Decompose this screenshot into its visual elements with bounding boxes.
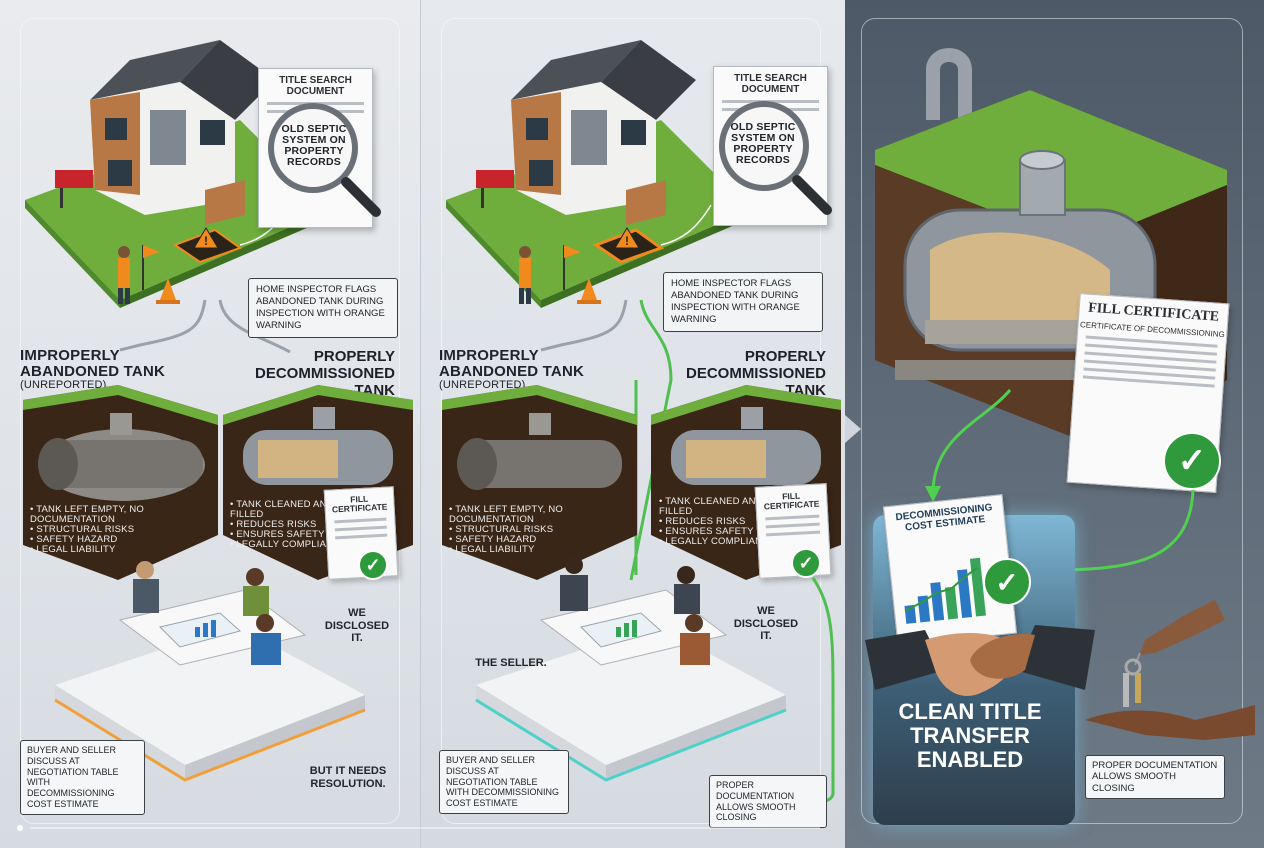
key-handover-illustration — [1085, 600, 1255, 740]
proper-bullet: • REDUCES RISKS — [659, 515, 746, 527]
magnifier-icon — [719, 101, 832, 215]
improper-tank-title-text: IMPROPERLY ABANDONED TANK — [439, 347, 585, 380]
improper-tank-sub: (UNREPORTED) — [20, 378, 107, 391]
title-search-title: TITLE SEARCH DOCUMENT — [279, 75, 352, 97]
proper-bullet: • ENSURES SAFETY — [659, 525, 754, 537]
closing-note: PROPER DOCUMENTATION ALLOWS SMOOTH CLOSI… — [1085, 755, 1225, 800]
improper-bullets: • TANK LEFT EMPTY, NO DOCUMENTATION • ST… — [30, 505, 190, 555]
check-icon: ✓ — [983, 558, 1031, 606]
proper-tank-title-text: PROPERLY DECOMMISSIONED TANK — [685, 348, 826, 399]
headline: CLEAN TITLE TRANSFER ENABLED — [898, 699, 1042, 772]
handshake-illustration — [865, 625, 1095, 696]
check-icon: ✓ — [1163, 432, 1221, 490]
speech-bottom: BUT IT NEEDS RESOLUTION. — [309, 765, 387, 790]
improper-tank-illustration — [442, 385, 637, 580]
house-illustration: ! — [25, 40, 330, 354]
negotiation-note: BUYER AND SELLER DISCUSS AT NEGOTIATION … — [20, 740, 145, 815]
negotiation-table — [54, 561, 366, 782]
estimate-bar-chart — [904, 557, 986, 624]
svg-text:!: ! — [625, 234, 629, 248]
fill-certificate-title: FILL CERTIFICATE — [331, 493, 388, 515]
speech-left: THE SELLER. — [475, 657, 547, 669]
improper-tank-title: IMPROPERLY ABANDONED TANK (UNREPORTED) — [20, 348, 180, 391]
speech-right: WE DISCLOSED IT. — [324, 607, 390, 645]
cost-estimate-document: DECOMMISSIONING COST ESTIMATE — [883, 494, 1017, 646]
improper-bullet: • TANK LEFT EMPTY, NO DOCUMENTATION — [449, 504, 563, 525]
proper-bullets: • TANK CLEANED AND FILLED • REDUCES RISK… — [230, 500, 350, 550]
improper-bullet: • LEGAL LIABILITY — [449, 543, 535, 555]
check-icon: ✓ — [358, 550, 388, 580]
improper-bullet: • TANK LEFT EMPTY, NO DOCUMENTATION — [30, 504, 144, 525]
improper-tank-sub: (UNREPORTED) — [439, 378, 526, 391]
panel-before: ! TITLE SEARCH DOCUMENT OLD SEPTIC SYSTE… — [0, 0, 420, 848]
panel-arrow — [845, 415, 861, 443]
fill-certificate-title: FILL CERTIFICATE — [763, 490, 820, 512]
proper-bullet: • TANK CLEANED AND FILLED — [659, 496, 763, 517]
improper-bullet: • STRUCTURAL RISKS — [30, 523, 135, 535]
title-search-title: TITLE SEARCH DOCUMENT — [734, 73, 807, 95]
panel-during: ! TITLE SEARCH DOCUMENT OLD SEPTIC SYSTE… — [420, 0, 845, 848]
proper-bullet: • LEGALLY COMPLIANT — [659, 535, 769, 547]
house-illustration: ! — [446, 40, 751, 581]
proper-bullet: • LEGALLY COMPLIANT — [230, 538, 340, 550]
improper-bullets: • TANK LEFT EMPTY, NO DOCUMENTATION • ST… — [449, 505, 609, 555]
improper-tank-title-text: IMPROPERLY ABANDONED TANK — [20, 347, 166, 380]
proper-bullet: • TANK CLEANED AND FILLED — [230, 499, 334, 520]
proper-bullet: • ENSURES SAFETY — [230, 528, 325, 540]
magnifier-icon — [268, 103, 381, 217]
proper-bullets: • TANK CLEANED AND FILLED • REDUCES RISK… — [659, 497, 779, 547]
magnifier-text: OLD SEPTIC SYSTEM ON PROPERTY RECORDS — [281, 123, 347, 169]
improper-bullet: • SAFETY HAZARD — [449, 533, 537, 545]
proper-bullet: • REDUCES RISKS — [230, 518, 317, 530]
svg-text:!: ! — [204, 234, 208, 248]
improper-bullet: • SAFETY HAZARD — [30, 533, 118, 545]
improper-tank-illustration — [23, 385, 218, 580]
check-icon: ✓ — [791, 548, 821, 578]
magnifier-text: OLD SEPTIC SYSTEM ON PROPERTY RECORDS — [730, 121, 796, 167]
closing-note: PROPER DOCUMENTATION ALLOWS SMOOTH CLOSI… — [709, 775, 827, 829]
negotiation-note: BUYER AND SELLER DISCUSS AT NEGOTIATION … — [439, 750, 569, 814]
bottom-divider — [17, 825, 820, 831]
speech-right: WE DISCLOSED IT. — [733, 605, 799, 643]
improper-tank-title: IMPROPERLY ABANDONED TANK (UNREPORTED) — [439, 348, 599, 391]
inspector-note: HOME INSPECTOR FLAGS ABANDONED TANK DURI… — [663, 272, 823, 332]
panel-after: FILL CERTIFICATE CERTIFICATE OF DECOMMIS… — [845, 0, 1264, 848]
negotiation-table — [475, 556, 787, 782]
improper-bullet: • LEGAL LIABILITY — [30, 543, 116, 555]
inspector-note: HOME INSPECTOR FLAGS ABANDONED TANK DURI… — [248, 278, 398, 338]
improper-bullet: • STRUCTURAL RISKS — [449, 523, 554, 535]
